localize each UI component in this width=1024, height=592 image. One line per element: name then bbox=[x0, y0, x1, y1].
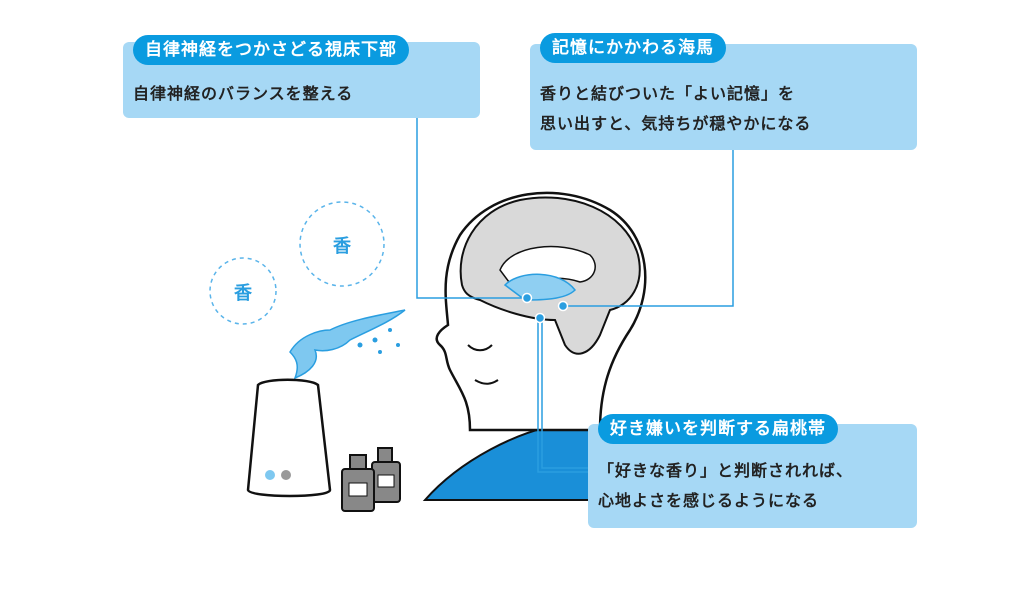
connector-dots bbox=[521, 292, 569, 324]
limbic-area bbox=[503, 273, 576, 301]
hippocampus-title: 記憶にかかわる海馬 bbox=[540, 33, 726, 63]
mist bbox=[289, 309, 406, 380]
amygdala-line-2: 心地よさを感じるようになる bbox=[598, 491, 820, 510]
hypothalamus-body: 自律神経のバランスを整える bbox=[133, 84, 354, 103]
scent-bubble-large bbox=[299, 201, 385, 287]
scent-bubble-small bbox=[209, 257, 277, 325]
scent-label-large: 香 bbox=[333, 236, 351, 257]
scent-label-small: 香 bbox=[234, 283, 252, 304]
diffuser bbox=[246, 378, 332, 498]
closed-eye bbox=[467, 344, 493, 352]
oil-bottles bbox=[341, 447, 401, 512]
diffuser-button-blue bbox=[265, 470, 275, 480]
hypothalamus-title: 自律神経をつかさどる視床下部 bbox=[133, 35, 409, 65]
shoulders bbox=[422, 424, 611, 501]
diffuser-button-gray bbox=[281, 470, 291, 480]
hippocampus-line-2: 思い出すと、気持ちが穏やかになる bbox=[540, 114, 812, 133]
hippocampus-line-1: 香りと結びついた「よい記憶」を bbox=[540, 84, 796, 103]
mist-dots bbox=[357, 328, 400, 354]
amygdala-line-1: 「好きな香り」と判断されれば、 bbox=[598, 461, 854, 480]
mouth bbox=[474, 379, 499, 385]
connector-lines bbox=[416, 118, 734, 473]
amygdala-title: 好き嫌いを判断する扁桃帯 bbox=[598, 414, 838, 444]
